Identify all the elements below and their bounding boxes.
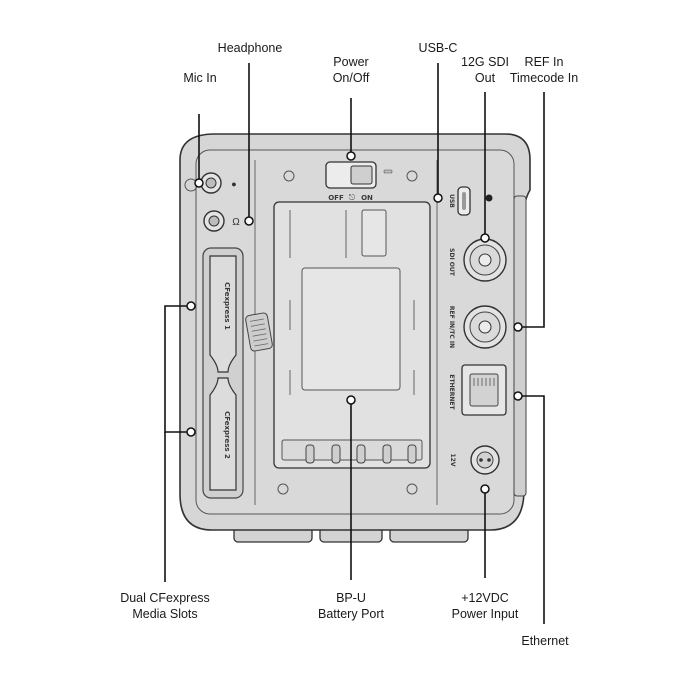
right-edge-strip [513, 195, 527, 497]
leader-ethernet [518, 395, 545, 624]
dc-12v-label: 12V [449, 454, 456, 467]
leader-endpoints [186, 151, 523, 494]
status-led [383, 169, 393, 174]
ethernet-label: ETHERNET [448, 374, 455, 410]
battery-base [281, 439, 423, 461]
dc-pin-a [479, 458, 483, 462]
dc-12v-inner [476, 451, 494, 469]
label-mic-in: Mic In [183, 71, 217, 85]
ethernet-pins [473, 378, 495, 386]
dc-pin-b [487, 458, 491, 462]
switch-off-label: OFF [328, 194, 344, 202]
slot-2-label: CFexpress 2 [223, 411, 231, 459]
leader-lines [164, 63, 545, 624]
cfexpress-slot-1 [209, 255, 237, 373]
grip-ridges [249, 318, 269, 347]
mic-icon: ● [231, 179, 236, 189]
ethernet-socket [469, 373, 499, 407]
leader-cfexpress [164, 305, 191, 433]
power-symbol-icon: ⎋ [349, 193, 356, 202]
ref-in-pin [478, 320, 492, 334]
sdi-out-label: SDI OUT [448, 248, 455, 277]
battery-rails [289, 210, 415, 395]
mic-in-jack-inner [205, 177, 217, 189]
label-ethernet: Ethernet [521, 634, 569, 648]
battery-plate-inner [301, 267, 401, 391]
power-switch-knob [350, 165, 373, 185]
ref-in-label: REF IN/TC IN [448, 306, 455, 348]
headphone-icon: Ω [232, 217, 240, 228]
headphone-jack-inner [208, 215, 220, 227]
grip-pad [245, 312, 273, 352]
usb-label: USB [448, 194, 455, 208]
label-headphone: Headphone [217, 41, 283, 55]
sdi-out-pin [478, 253, 492, 267]
battery-latch [361, 209, 387, 257]
leader-ref-in [518, 92, 545, 328]
label-usb-c: USB-C [418, 41, 458, 55]
switch-on-label: ON [361, 194, 373, 202]
usb-c-tongue [462, 192, 466, 210]
usb-indicator-dot [485, 194, 493, 202]
slot-1-label: CFexpress 1 [223, 282, 231, 330]
battery-contacts [305, 444, 417, 464]
cfexpress-slot-2 [209, 377, 237, 491]
